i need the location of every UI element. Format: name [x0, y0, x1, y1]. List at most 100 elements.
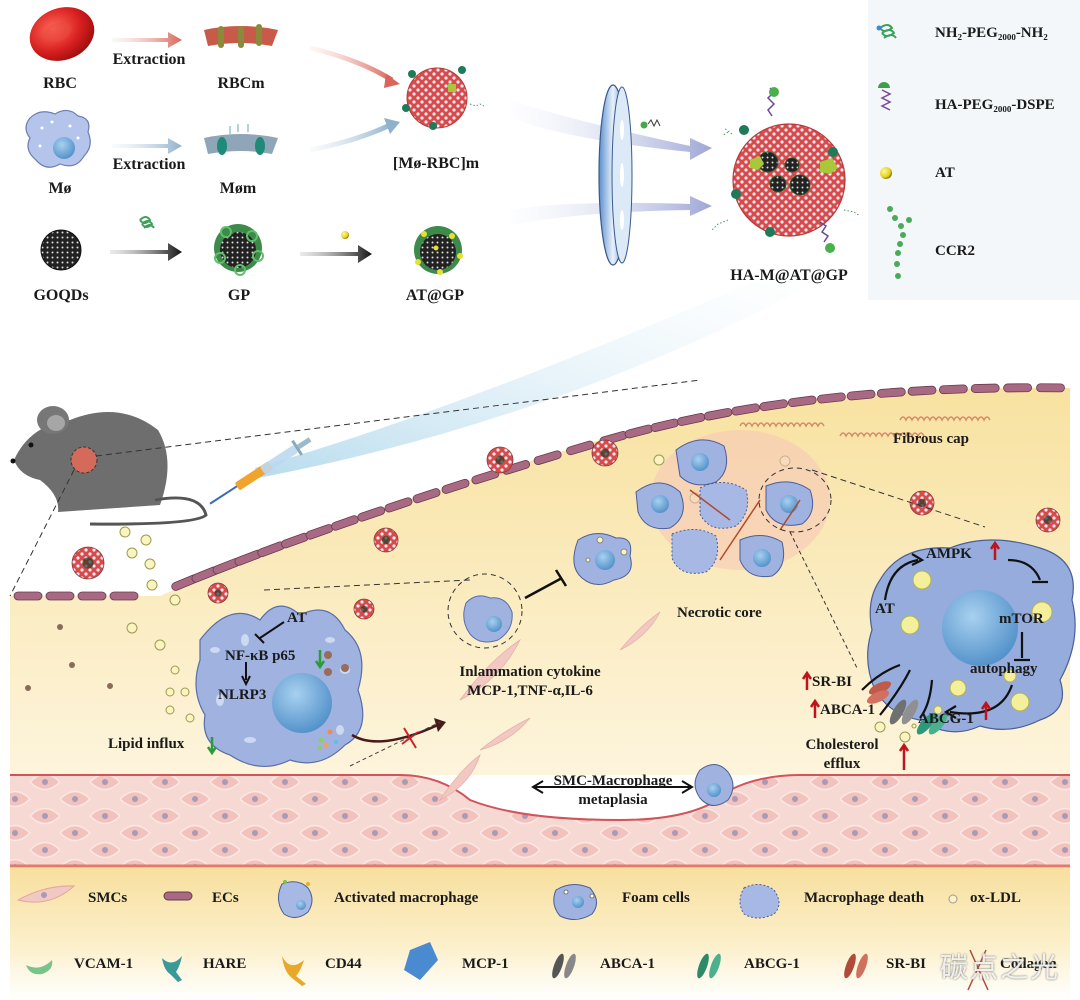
endothelial-cell: [412, 488, 441, 504]
zoom-circle-left: [447, 573, 523, 649]
at-gp-particle-icon: [414, 226, 463, 275]
metaplasia-double-arrow: [531, 780, 694, 794]
lipid-influx-down-arrow: [206, 737, 218, 756]
rbc-cell-icon: [29, 7, 95, 61]
vcam1-icon: [26, 960, 53, 975]
arrowhead: [384, 118, 400, 134]
arrow-momm-to-hybrid: [309, 121, 394, 153]
label-extraction-rbc: Extraction: [112, 51, 186, 68]
label-cholesterol: Cholesterol: [805, 737, 879, 753]
endothelial-cell: [77, 591, 107, 601]
up-regulation-arrows: [801, 540, 1001, 770]
legend-row-2-icons: [26, 942, 989, 991]
endothelial-cell: [970, 383, 1000, 393]
endothelial-cell: [759, 399, 788, 412]
endothelial-cell: [876, 387, 906, 398]
label-extraction-macrophage: Extraction: [112, 156, 186, 173]
legend-abcg-1: ABCG-1: [744, 956, 800, 972]
ox-ldl-icon: [948, 894, 958, 904]
label-necrotic-core: Necrotic core: [677, 605, 762, 621]
zoom-line-top: [95, 379, 701, 457]
legend-ox-ldl: ox-LDL: [970, 890, 1021, 906]
zoom-line-left-cell: [263, 579, 471, 591]
endothelial-cell: [817, 392, 846, 404]
smc-cells: [438, 611, 661, 802]
arrow-goqds-to-gp: [110, 243, 182, 261]
arrowhead: [384, 74, 400, 88]
endothelial-cell: [13, 591, 43, 601]
at-molecule-icon: [341, 231, 349, 239]
label-rbcm: RBCm: [217, 75, 265, 92]
legend-row-1-icons: [16, 880, 958, 920]
label-ampk: AMPK: [926, 546, 972, 562]
ha-m-at-gp-nanoparticle: [373, 527, 399, 553]
label-cytokine-list: MCP-1,TNF-α,IL-6: [467, 683, 593, 699]
label-rbc: RBC: [43, 75, 77, 92]
hare-icon: [162, 956, 182, 982]
vessel-media-smc-layer: [10, 775, 1070, 866]
zoom-line-cytokine: [349, 721, 441, 767]
label-autophagy: autophagy: [970, 661, 1038, 677]
label-sr-bi: SR-BI: [812, 674, 853, 690]
zoom-circle-necrotic: [758, 467, 832, 533]
label-hybrid-membrane: [Mø-RBC]m: [392, 155, 480, 172]
legend-sr-bi: SR-BI: [886, 956, 927, 972]
extrusion-membrane-filter-icon: [598, 84, 633, 266]
label-at-gp: AT@GP: [405, 287, 465, 304]
legend-vcam-1: VCAM-1: [74, 956, 134, 972]
label-lipid-influx: Lipid influx: [108, 736, 185, 752]
legend-activated-macrophage: Activated macrophage: [334, 890, 479, 906]
label-mtor: mTOR: [999, 611, 1044, 627]
hybrid-membrane-vesicle-icon: [402, 66, 485, 130]
legend-nh2-peg-nh2: NH₂-PEG₂₀₀₀-NH₂: [935, 25, 1048, 41]
zoom-line-right-top: [811, 469, 986, 528]
label-gp: GP: [227, 287, 251, 304]
plaque-site-marker: [70, 446, 98, 474]
endothelial-cell: [1036, 383, 1065, 393]
label-abcg-1: ABCG-1: [918, 711, 974, 727]
circulating-nanoparticles: [71, 439, 1061, 620]
effluxed-cholesterol: [874, 721, 917, 743]
sr-bi-transporter: [866, 681, 892, 704]
legend-ccr2: CCR2: [935, 243, 975, 259]
endothelium-layer: [13, 383, 1065, 601]
metaplasia-macrophage: [694, 764, 734, 806]
syringe-icon: [209, 437, 312, 505]
small-nanoparticles: [25, 624, 113, 691]
legend-hare: HARE: [203, 956, 247, 972]
legend-smcs: SMCs: [88, 890, 128, 906]
endothelial-cell: [1003, 383, 1032, 393]
necrotic-core-cluster: [635, 430, 830, 578]
label-macrophage: Mø: [48, 180, 72, 197]
activated-macrophage-icon: [278, 880, 313, 918]
macrophage-cell-icon: [25, 109, 91, 168]
extraction-arrow-rbc: [112, 32, 182, 48]
ha-m-at-gp-nanoparticle: [486, 446, 514, 474]
collagen-icon: [967, 949, 989, 991]
legend-macrophage-death: Macrophage death: [804, 890, 925, 906]
legend-collagen: Collagen: [1000, 956, 1057, 972]
label-right-at: AT: [875, 601, 895, 617]
legend-ha-peg-dspe: HA-PEG₂₀₀₀-DSPE: [935, 97, 1055, 113]
label-nfkb-p65: NF-κB p65: [225, 648, 296, 664]
endothelial-cell: [384, 497, 413, 513]
label-fibrous-cap: Fibrous cap: [893, 431, 969, 447]
left-cell-pathway-arrows: [241, 621, 285, 687]
activated-macrophage-cell: [195, 605, 364, 768]
nfkb-down-arrow: [314, 650, 326, 670]
arrow-gp-to-atgp: [300, 245, 372, 263]
cytokine-release-arrow-blocked: [351, 722, 441, 743]
small-macrophage-cell: [463, 595, 513, 643]
arrowhead: [434, 718, 446, 732]
foam-cell-icon: [553, 884, 597, 920]
legend-at: AT: [935, 165, 955, 181]
ha-m-at-gp-nanoparticle: [353, 598, 375, 620]
ha-m-at-gp-nanoparticle: [207, 582, 229, 604]
label-efflux: efflux: [823, 756, 861, 772]
label-momm: Møm: [219, 180, 257, 197]
endothelial-cell: [787, 395, 817, 408]
arrow-rbcm-to-hybrid: [309, 45, 394, 83]
ec-icon: [163, 891, 193, 901]
legend-mcp-1: MCP-1: [462, 956, 509, 972]
